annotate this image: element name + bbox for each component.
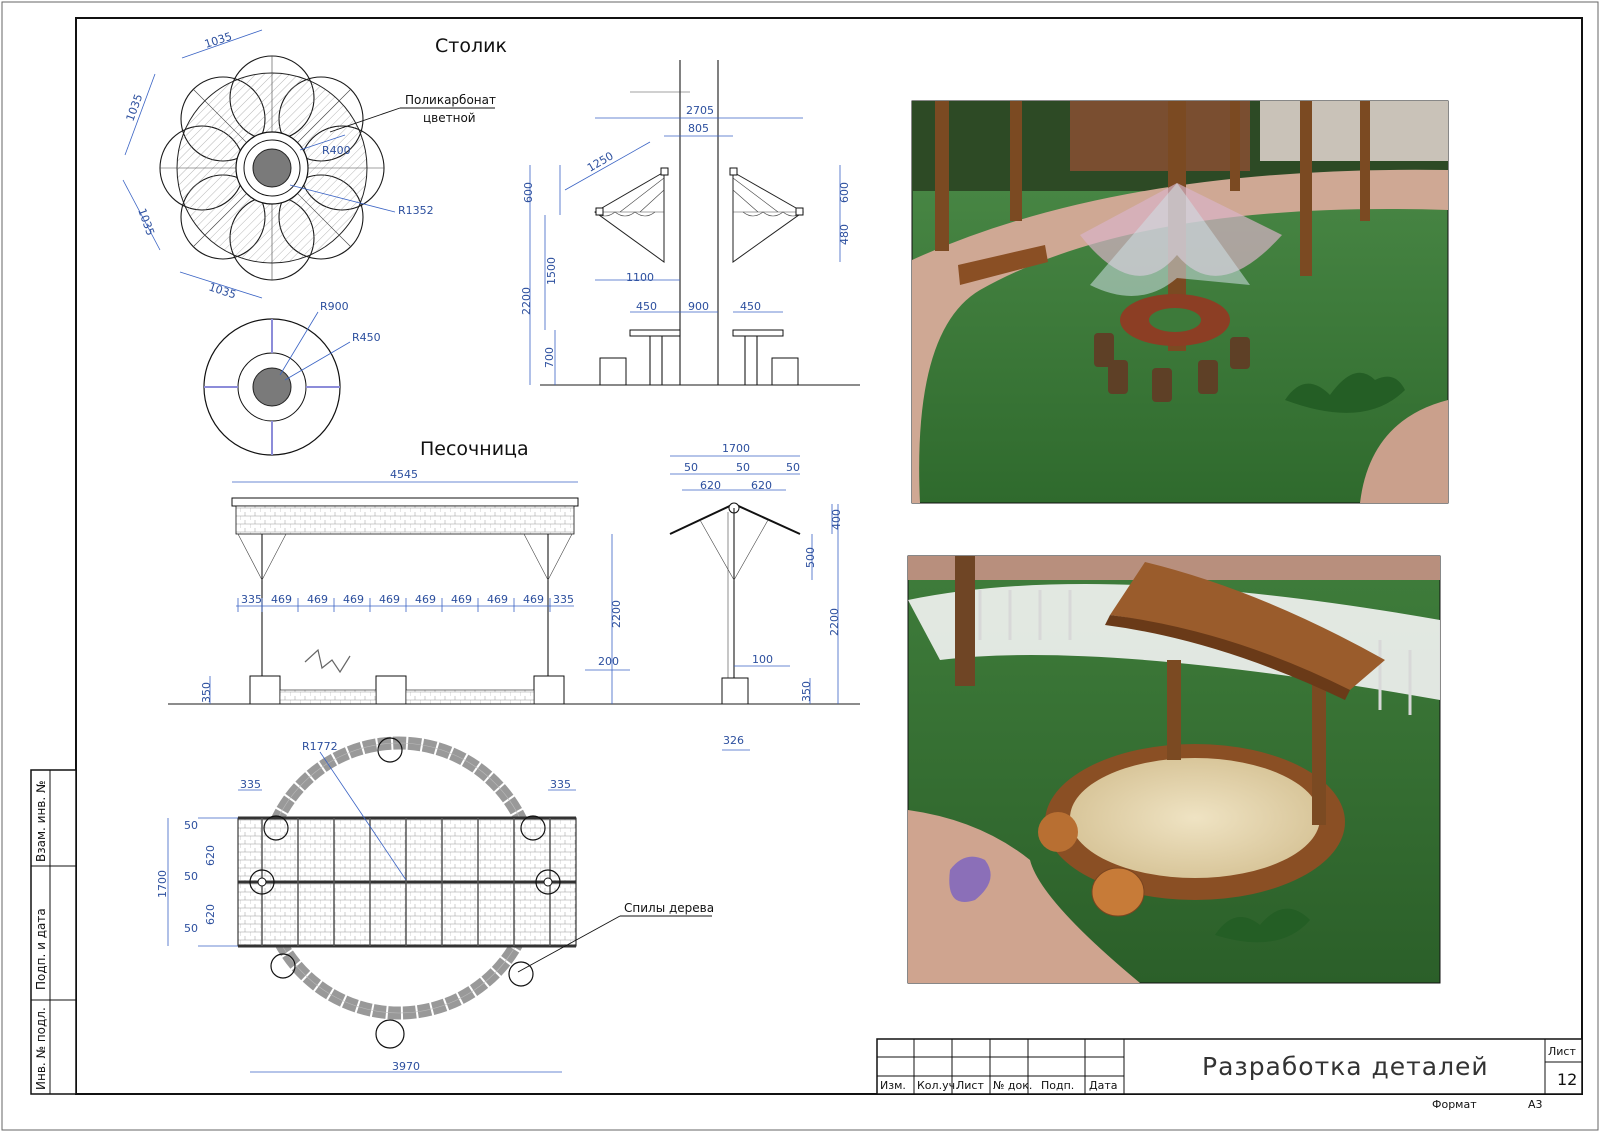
- dim-2200-side: 2200: [828, 608, 841, 636]
- span-dim-6: 469: [451, 593, 472, 606]
- dim-805: 805: [688, 122, 709, 135]
- render-sandbox: [907, 555, 1441, 984]
- format-value: А3: [1528, 1098, 1543, 1111]
- leader-polycarbonate-1: Поликарбонат: [405, 93, 496, 107]
- span-dim-8: 469: [523, 593, 544, 606]
- stamp-col-2: Лист: [956, 1079, 984, 1092]
- dim-400: 400: [830, 509, 843, 530]
- dim-50-p2: 50: [184, 870, 198, 883]
- dim-350-side: 350: [800, 681, 813, 702]
- span-dim-3: 469: [343, 593, 364, 606]
- dim-4545: 4545: [390, 468, 418, 481]
- table-plan-flower: [159, 55, 385, 281]
- title-table: Столик: [435, 35, 507, 57]
- span-dim-9: 335: [553, 593, 574, 606]
- dim-50-p3: 50: [184, 922, 198, 935]
- dim-600-right: 600: [838, 182, 851, 203]
- sandbox-span-dims: 335 469 469 469 469 469 469 469 469 335: [237, 593, 574, 612]
- dim-1035-top: 1035: [203, 30, 234, 51]
- dim-r1772: R1772: [302, 740, 338, 753]
- side-podp-data: Подп. и дата: [34, 908, 48, 990]
- leader-polycarbonate-2: цветной: [423, 111, 476, 125]
- stamp-col-3: № док.: [993, 1079, 1032, 1092]
- span-dim-2: 469: [307, 593, 328, 606]
- title-sandbox: Песочница: [420, 438, 529, 460]
- dim-50-a: 50: [684, 461, 698, 474]
- dim-450-right: 450: [740, 300, 761, 313]
- dim-100: 100: [752, 653, 773, 666]
- dim-r1352: R1352: [398, 204, 434, 217]
- render-table: [911, 100, 1449, 504]
- dim-200: 200: [598, 655, 619, 668]
- list-label: Лист: [1548, 1045, 1576, 1058]
- stamp-col-1: Кол.уч.: [917, 1079, 959, 1092]
- span-dim-5: 469: [415, 593, 436, 606]
- dim-480: 480: [838, 224, 851, 245]
- sheet-title: Разработка деталей: [1202, 1052, 1489, 1081]
- dim-620-p2: 620: [204, 904, 217, 925]
- dim-50-b: 50: [736, 461, 750, 474]
- dim-2200-front: 2200: [610, 600, 623, 628]
- leader-wood: Спилы дерева: [624, 901, 714, 915]
- dim-326: 326: [723, 734, 744, 747]
- dim-1500: 1500: [545, 257, 558, 285]
- span-dim-7: 469: [487, 593, 508, 606]
- dim-335-left: 335: [240, 778, 261, 791]
- dim-1250: 1250: [585, 149, 616, 174]
- dim-2200-table: 2200: [520, 287, 533, 315]
- dim-1035-bottom: 1035: [207, 280, 238, 301]
- span-dim-1: 469: [271, 593, 292, 606]
- dim-620-a: 620: [700, 479, 721, 492]
- format-label: Формат: [1432, 1098, 1477, 1111]
- stamp-col-4: Подп.: [1041, 1079, 1074, 1092]
- table-elevation: [540, 60, 860, 386]
- drawing-frame: [75, 17, 1583, 1095]
- dim-r400: R400: [322, 144, 351, 157]
- dim-700: 700: [543, 347, 556, 368]
- dim-620-p1: 620: [204, 845, 217, 866]
- dim-50-c: 50: [786, 461, 800, 474]
- sandbox-front-elevation: [168, 497, 650, 705]
- dim-3970: 3970: [392, 1060, 420, 1073]
- dim-r900: R900: [320, 300, 349, 313]
- sandbox-plan: [237, 736, 577, 1049]
- side-vzam-inv: Взам. инв. №: [34, 781, 48, 862]
- list-number: 12: [1557, 1070, 1577, 1089]
- dim-r450: R450: [352, 331, 381, 344]
- dim-620-b: 620: [751, 479, 772, 492]
- dim-1700-plan: 1700: [156, 870, 169, 898]
- dim-350-front: 350: [200, 682, 213, 703]
- dim-335-right: 335: [550, 778, 571, 791]
- dim-500: 500: [804, 547, 817, 568]
- side-inv-podl: Инв. № подл.: [34, 1007, 48, 1090]
- side-stamp: Инв. № подл. Подп. и дата Взам. инв. №: [30, 769, 77, 1095]
- stamp-col-0: Изм.: [880, 1079, 906, 1092]
- sandbox-side-elevation: [650, 502, 860, 705]
- dim-450-left: 450: [636, 300, 657, 313]
- dim-50-p1: 50: [184, 819, 198, 832]
- dim-1700-side: 1700: [722, 442, 750, 455]
- dim-900: 900: [688, 300, 709, 313]
- stamp-col-5: Дата: [1089, 1079, 1117, 1092]
- span-dim-4: 469: [379, 593, 400, 606]
- dim-600-left: 600: [522, 182, 535, 203]
- span-dim-0: 335: [241, 593, 262, 606]
- table-top-plan: [203, 318, 341, 456]
- dim-2705: 2705: [686, 104, 714, 117]
- dim-1035-left-low: 1035: [135, 207, 157, 238]
- dim-1100: 1100: [626, 271, 654, 284]
